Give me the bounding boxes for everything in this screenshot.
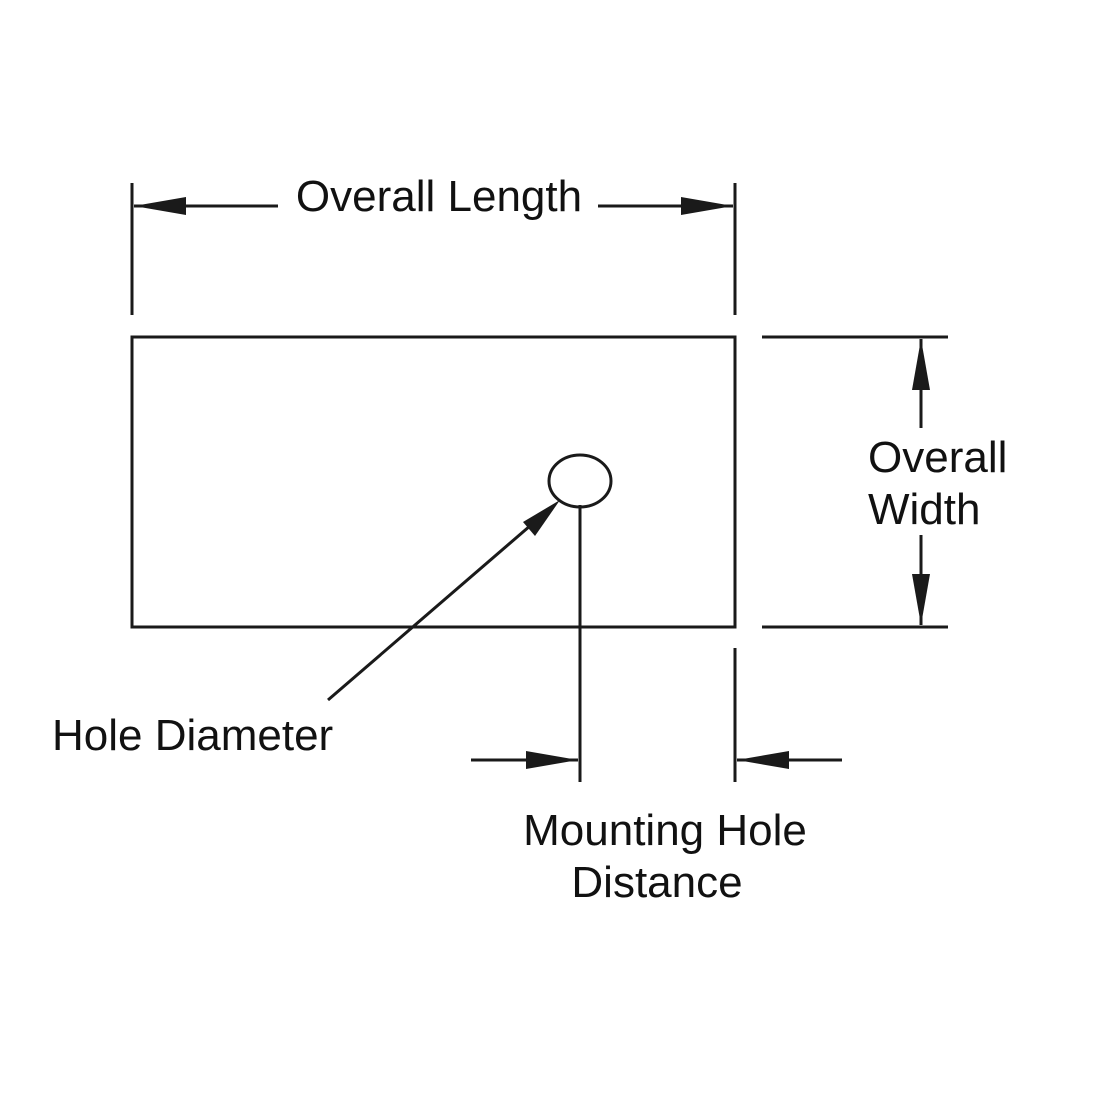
overall-width-label-line2: Width — [868, 485, 980, 534]
plate-outline — [130, 335, 737, 629]
overall-length-dimension: Overall Length — [130, 172, 737, 315]
arrowhead-up — [912, 339, 930, 390]
leader-arrowhead — [523, 500, 560, 536]
overall-length-label: Overall Length — [296, 172, 582, 221]
hole-diameter-callout: Hole Diameter — [52, 500, 560, 760]
mounting-label-line2: Distance — [571, 858, 742, 907]
mounting-hole — [547, 453, 613, 509]
mounting-hole-distance-dimension: Mounting Hole Distance — [471, 505, 842, 907]
hole-diameter-label: Hole Diameter — [52, 711, 333, 760]
mounting-label-line1: Mounting Hole — [523, 806, 807, 855]
arrowhead-right — [681, 197, 733, 215]
arrowhead-down — [912, 574, 930, 625]
leader-line — [327, 511, 546, 702]
overall-width-dimension: Overall Width — [762, 335, 1007, 629]
overall-width-label-line1: Overall — [868, 433, 1007, 482]
arrowhead-left — [134, 197, 186, 215]
arrowhead-left — [737, 751, 789, 769]
arrowhead-right — [526, 751, 578, 769]
